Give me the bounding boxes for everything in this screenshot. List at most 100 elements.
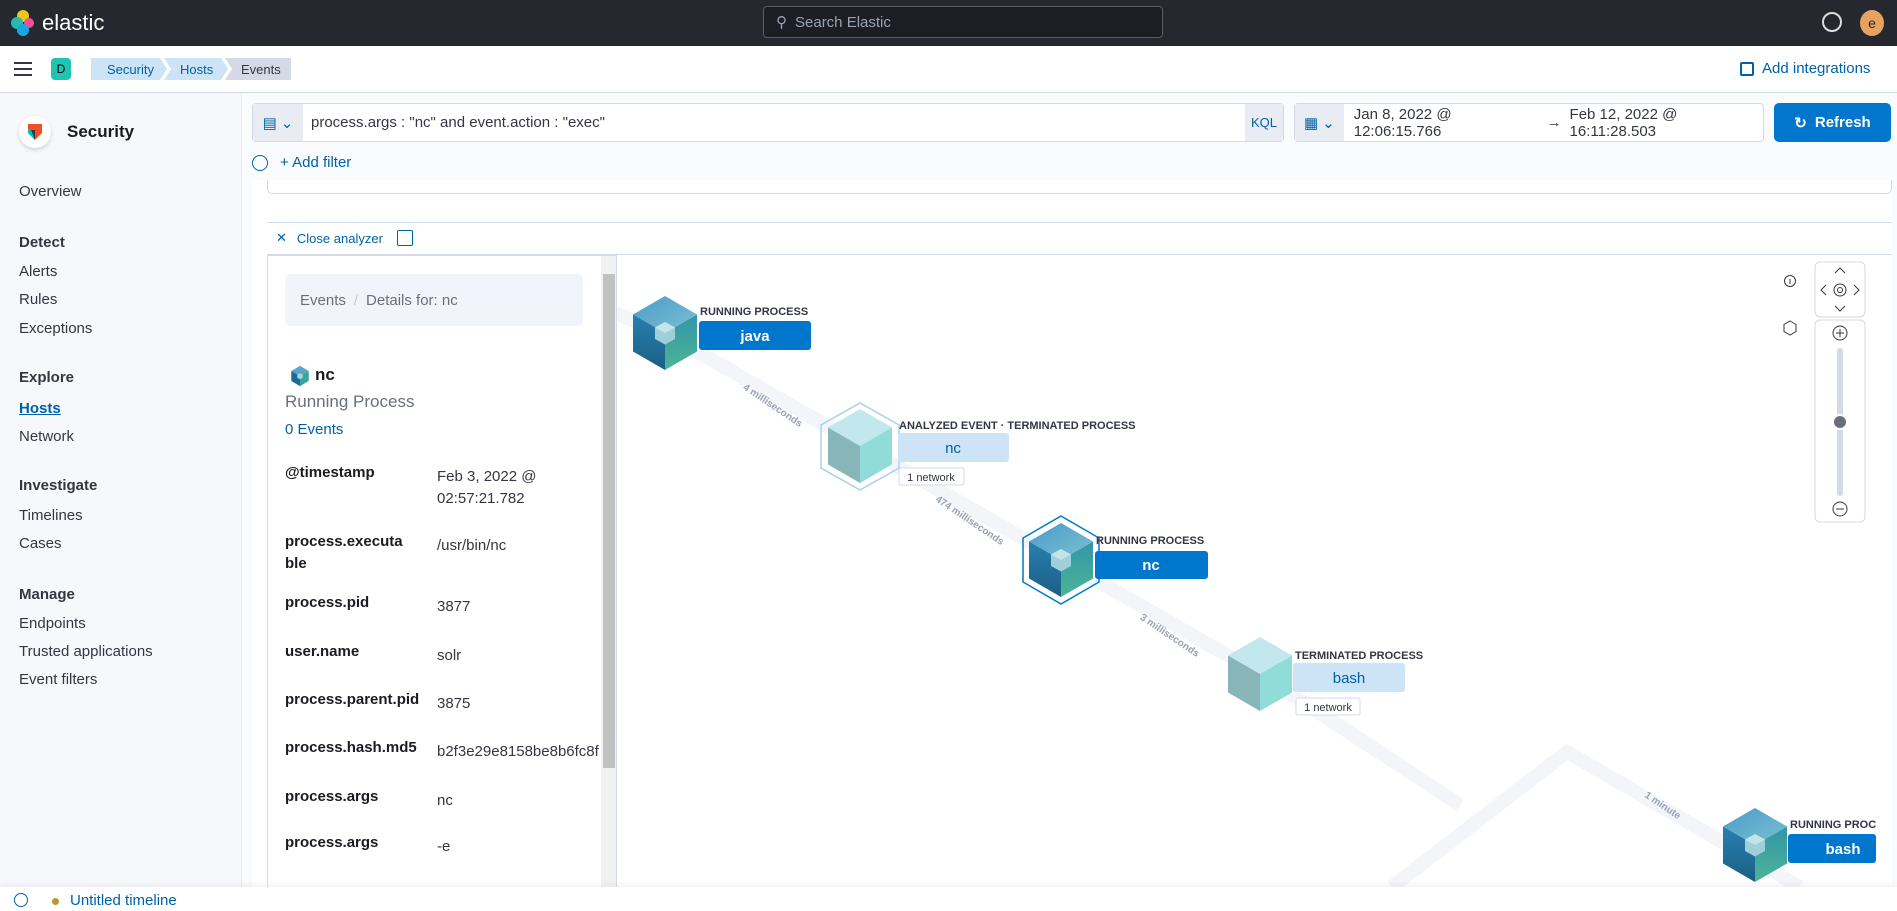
- process-node-bash[interactable]: RUNNING PROC bash: [1723, 808, 1876, 882]
- network-badge[interactable]: [1295, 697, 1361, 716]
- field-label: user.name: [285, 643, 360, 660]
- zoom-out-icon[interactable]: [1832, 501, 1848, 517]
- field-value: nc: [437, 792, 453, 809]
- pan-right-icon[interactable]: [1853, 284, 1860, 296]
- field-value: -e: [437, 838, 451, 855]
- node-type-label: RUNNING PROC: [1790, 819, 1876, 831]
- date-start[interactable]: Jan 8, 2022 @ 12:06:15.766: [1353, 105, 1452, 140]
- query-bar[interactable]: ▤⌄ process.args : "nc" and event.action …: [252, 103, 1284, 142]
- info-icon[interactable]: [1784, 275, 1796, 287]
- kql-toggle[interactable]: KQL: [1245, 104, 1283, 141]
- edge-line: [1387, 743, 1804, 887]
- pan-left-icon[interactable]: [1820, 284, 1827, 296]
- zoom-in-icon[interactable]: [1832, 325, 1848, 341]
- chevron-down-icon: ⌄: [280, 114, 294, 132]
- node-button[interactable]: [1788, 834, 1876, 863]
- sidebar-item-hosts[interactable]: Hosts: [19, 400, 61, 417]
- breadcrumb-separator: /: [353, 291, 359, 309]
- sidebar-heading-manage: Manage: [19, 586, 75, 603]
- running-process-cube-icon: [1029, 523, 1093, 597]
- field-value: /usr/bin/nc: [437, 537, 507, 554]
- saved-query-button[interactable]: ▤⌄: [253, 104, 303, 141]
- pan-down-icon[interactable]: [1834, 305, 1846, 312]
- search-input[interactable]: ⚲ Search Elastic: [763, 6, 1163, 38]
- add-integrations-link[interactable]: Add integrations: [1740, 60, 1870, 77]
- node-button[interactable]: [898, 433, 1009, 462]
- panel-breadcrumb-events[interactable]: Events: [300, 291, 346, 309]
- date-picker[interactable]: ▦⌄ Jan 8, 2022 @ 12:06:15.766 → Feb 12, …: [1294, 103, 1764, 142]
- add-filter-label: + Add filter: [280, 154, 352, 171]
- schema-hexagon-icon[interactable]: [1783, 320, 1797, 336]
- node-button[interactable]: [699, 321, 811, 350]
- brand-name: elastic: [42, 10, 105, 35]
- node-type-label: ANALYZED EVENT · TERMINATED PROCESS: [899, 420, 1136, 432]
- quick-date-button[interactable]: ▦⌄: [1295, 104, 1344, 141]
- badge-label: 1 network: [907, 472, 955, 484]
- breadcrumb-hosts[interactable]: Hosts: [164, 58, 228, 80]
- selected-hexagon: [1022, 515, 1100, 605]
- sidebar-item-alerts[interactable]: Alerts: [19, 263, 58, 280]
- field-value: Feb 3, 2022 @ 02:57:21.782: [437, 468, 537, 507]
- calendar-icon: ▦: [1303, 114, 1319, 132]
- running-process-cube-icon: [633, 296, 697, 370]
- sidebar-heading-detect: Detect: [19, 234, 65, 251]
- sidebar-title: Security: [67, 122, 135, 141]
- date-end[interactable]: Feb 12, 2022 @ 16:11:28.503: [1569, 105, 1678, 140]
- process-node-nc-analyzed[interactable]: ANALYZED EVENT · TERMINATED PROCESS nc 1…: [820, 402, 1136, 491]
- field-value: 3877: [437, 598, 471, 615]
- center-icon[interactable]: [1833, 283, 1847, 297]
- save-icon: ▤: [262, 114, 277, 132]
- sidebar-item-timelines[interactable]: Timelines: [19, 507, 83, 524]
- panel-scrollbar[interactable]: [601, 256, 616, 887]
- sidebar-item-rules[interactable]: Rules: [19, 291, 58, 308]
- sidebar-item-overview[interactable]: Overview: [19, 183, 82, 200]
- process-node-bash-terminated[interactable]: TERMINATED PROCESS bash 1 network: [1228, 637, 1423, 716]
- events-link[interactable]: 0 Events: [285, 421, 344, 438]
- avatar[interactable]: e: [1860, 10, 1884, 36]
- add-timeline-icon[interactable]: [14, 893, 28, 907]
- field-label: process.hash.md5: [285, 739, 417, 756]
- node-button[interactable]: [1095, 551, 1208, 579]
- add-filter-button[interactable]: + Add filter: [252, 154, 351, 171]
- timeline-title[interactable]: Untitled timeline: [70, 892, 177, 909]
- node-type-label: TERMINATED PROCESS: [1295, 650, 1423, 662]
- breadcrumb-security[interactable]: Security: [91, 58, 167, 80]
- integrations-icon: [1740, 61, 1754, 76]
- terminated-process-cube-icon: [828, 409, 892, 483]
- network-badge[interactable]: [898, 467, 965, 486]
- refresh-label: Refresh: [1814, 114, 1871, 131]
- sidebar-item-trusted-applications[interactable]: Trusted applications: [19, 643, 153, 660]
- sidebar-item-cases[interactable]: Cases: [19, 535, 62, 552]
- refresh-button[interactable]: ↻Refresh: [1774, 103, 1891, 142]
- elastic-logo[interactable]: elastic: [10, 9, 104, 37]
- node-name: bash: [1825, 841, 1860, 858]
- process-graph[interactable]: 4 milliseconds 474 milliseconds 3 millis…: [617, 255, 1876, 887]
- fullscreen-icon[interactable]: [396, 230, 413, 246]
- node-name: nc: [945, 440, 961, 457]
- zoom-slider-thumb[interactable]: [1832, 414, 1848, 430]
- close-analyzer-button[interactable]: ✕ Close analyzer: [276, 230, 413, 246]
- pan-up-icon[interactable]: [1834, 267, 1846, 274]
- panel-breadcrumb: Events / Details for: nc: [285, 274, 583, 326]
- space-avatar[interactable]: D: [51, 58, 71, 80]
- sidebar-item-endpoints[interactable]: Endpoints: [19, 615, 86, 632]
- scrollbar-thumb[interactable]: [603, 274, 615, 768]
- sidebar-item-event-filters[interactable]: Event filters: [19, 671, 98, 688]
- node-name: java: [739, 328, 770, 345]
- sidebar-item-exceptions[interactable]: Exceptions: [19, 320, 93, 337]
- divider: [267, 222, 1892, 223]
- menu-icon[interactable]: [14, 62, 32, 76]
- pan-control: [1814, 261, 1866, 318]
- query-input[interactable]: process.args : "nc" and event.action : "…: [311, 114, 605, 131]
- search-placeholder: Search Elastic: [795, 13, 891, 31]
- node-button[interactable]: [1293, 663, 1405, 692]
- sidebar-item-network[interactable]: Network: [19, 428, 75, 445]
- help-icon[interactable]: [1822, 12, 1842, 32]
- analyzed-hexagon: [820, 402, 900, 491]
- process-node-nc[interactable]: RUNNING PROCESS nc: [1022, 515, 1208, 605]
- field-label: process.parent.pid: [285, 691, 420, 708]
- node-detail-panel: Events / Details for: nc nc Running Proc…: [267, 255, 617, 887]
- process-node-java[interactable]: RUNNING PROCESS java: [633, 296, 811, 370]
- divider: [267, 254, 1892, 255]
- badge-label: 1 network: [1304, 702, 1352, 714]
